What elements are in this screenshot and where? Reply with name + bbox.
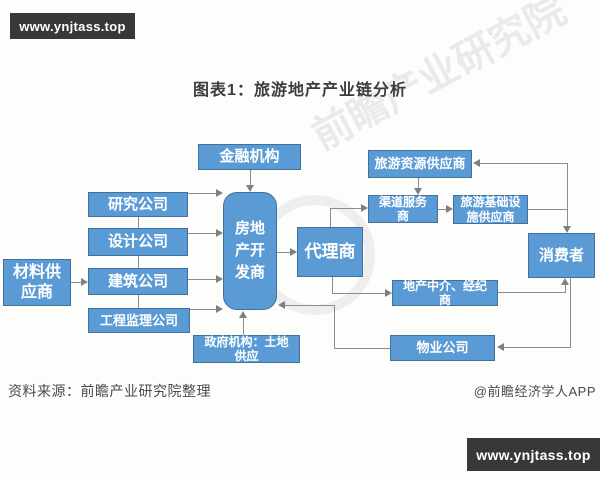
connector — [418, 178, 419, 188]
node-consumer: 消费者 — [528, 233, 595, 278]
connector — [243, 318, 244, 335]
arrowhead-right — [216, 229, 223, 237]
connector — [567, 163, 568, 226]
connector — [480, 163, 568, 164]
arrowhead-up — [239, 311, 247, 318]
connector — [277, 252, 290, 253]
arrowhead-right — [385, 289, 392, 297]
arrowhead-right — [290, 248, 297, 256]
source-text: 资料来源：前瞻产业研究院整理 — [8, 383, 211, 399]
arrowhead-right — [361, 204, 368, 212]
arrowhead-left — [497, 343, 504, 351]
node-channel-service-provider: 渠道服务 商 — [368, 195, 438, 223]
connector — [188, 193, 216, 194]
connector — [570, 278, 571, 347]
arrowhead-left — [278, 301, 285, 309]
connector — [138, 256, 139, 268]
credit-text: @前瞻经济学人APP — [473, 384, 596, 399]
node-government-land-supply: 政府机构：土地 供应 — [193, 335, 300, 363]
connector — [138, 295, 139, 308]
node-research-company: 研究公司 — [88, 192, 188, 217]
arrowhead-right — [216, 275, 223, 283]
connector — [565, 285, 566, 293]
node-tourism-infrastructure-supplier: 旅游基础设 施供应商 — [453, 195, 528, 224]
arrowhead-down — [563, 226, 571, 233]
connector — [188, 233, 216, 234]
node-real-estate-developer: 房地 产开 发商 — [223, 192, 277, 310]
arrowhead-right — [216, 189, 223, 197]
node-construction-company: 建筑公司 — [88, 268, 188, 295]
arrowhead-up — [561, 278, 569, 285]
connector — [334, 305, 335, 348]
connector — [528, 209, 568, 210]
node-design-company: 设计公司 — [88, 228, 188, 256]
node-financial-institution: 金融机构 — [198, 144, 301, 170]
connector — [504, 347, 571, 348]
connector — [285, 305, 335, 306]
arrowhead-down — [414, 188, 422, 195]
connector — [498, 292, 565, 293]
connector — [332, 293, 385, 294]
connector — [330, 208, 361, 209]
connector — [71, 282, 81, 283]
node-material-supplier: 材料供 应商 — [3, 259, 71, 306]
node-supervision-company: 工程监理公司 — [88, 308, 190, 333]
page-title: 图表1：旅游地产产业链分析 — [193, 82, 407, 99]
node-tourism-resource-supplier: 旅游资源供应商 — [368, 150, 472, 178]
arrowhead-right — [446, 205, 453, 213]
connector — [334, 348, 390, 349]
connector — [250, 170, 251, 185]
arrowhead-left — [473, 159, 480, 167]
watermark-bar-bottom: www.ynjtass.top — [467, 438, 600, 471]
connector — [438, 209, 446, 210]
connector — [188, 279, 216, 280]
connector — [332, 277, 333, 293]
connector — [138, 217, 139, 228]
arrowhead-right — [81, 278, 88, 286]
arrowhead-down — [246, 185, 254, 192]
node-property-company: 物业公司 — [390, 335, 495, 361]
node-realty-broker: 地产中介、经纪 商 — [392, 279, 498, 307]
watermark-bar-top: www.ynjtass.top — [10, 13, 135, 39]
connector — [330, 208, 331, 227]
arrowhead-right — [216, 305, 223, 313]
node-agent: 代理商 — [297, 227, 363, 277]
connector — [190, 309, 216, 310]
